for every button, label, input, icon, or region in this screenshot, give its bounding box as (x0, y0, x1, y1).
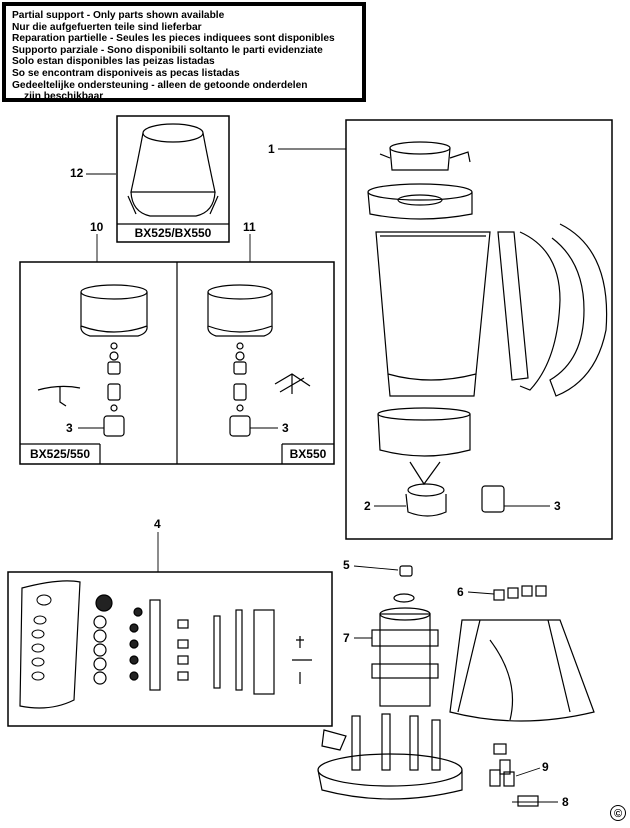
motor-base-assembly (317, 565, 595, 807)
label-part-8: 8 (562, 795, 569, 809)
part-12-box (116, 115, 230, 243)
copyright-symbol: © (610, 805, 626, 821)
label-part-6: 6 (457, 585, 464, 599)
part-10-11-boxes (19, 261, 335, 465)
part-1-jug-assembly (345, 119, 613, 540)
button-row (93, 594, 143, 685)
label-part-11: 11 (243, 220, 256, 234)
label-part-7: 7 (343, 631, 350, 645)
notice-line: So se encontram disponiveis as pecas lis… (12, 67, 240, 79)
label-part-3: 3 (554, 499, 561, 513)
label-part-2: 2 (364, 499, 371, 513)
notice-line: Partial support - Only parts shown avail… (12, 10, 225, 21)
partial-support-notice: Partial support - Only parts shown avail… (2, 2, 366, 102)
notice-line: Reparation partielle - Seules les pieces… (12, 33, 335, 45)
box-12-caption: BX525/BX550 (134, 226, 212, 240)
label-part-3: 3 (66, 421, 73, 435)
notice-line: Supporto parziale - Sono disponibili sol… (12, 44, 323, 56)
notice-line: Solo estan disponibles las peizas listad… (12, 56, 215, 68)
label-part-12: 12 (70, 166, 84, 180)
notice-line: Nur die aufgefuerten teile sind lieferba… (12, 21, 202, 33)
box-11-caption: BX550 (289, 447, 327, 461)
label-part-5: 5 (343, 558, 350, 572)
part-10-chopper-assembly (37, 284, 148, 437)
label-part-1: 1 (268, 142, 275, 156)
label-part-9: 9 (542, 760, 549, 774)
box-10-caption: BX525/550 (29, 447, 91, 461)
leader-lines (78, 148, 558, 803)
notice-line: Gedeeltelijke ondersteuning - alleen de … (12, 79, 308, 91)
part-4-control-panel (7, 571, 333, 727)
notice-line: zijn beschikbaar (24, 91, 104, 103)
label-part-10: 10 (90, 220, 104, 234)
label-part-4: 4 (154, 517, 161, 531)
label-part-3: 3 (282, 421, 289, 435)
part-11-chopper-assembly (207, 284, 311, 437)
